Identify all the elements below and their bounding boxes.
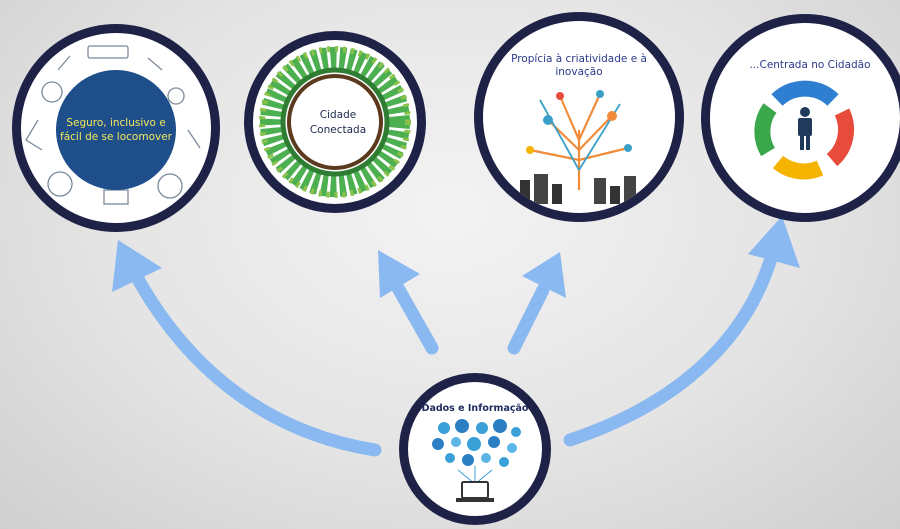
arrow-to-cidade	[391, 281, 439, 355]
node-dados[interactable]: Dados e Informação	[399, 373, 551, 525]
label-criatividade-line1: Propícia à criatividade e à	[511, 53, 647, 65]
label-segurança-line2: fácil de se locomover	[60, 131, 173, 143]
node-segurança[interactable]: Seguro, inclusivo e fácil de se locomove…	[12, 24, 220, 232]
node-cidadao[interactable]: ...Centrada no Cidadão	[701, 14, 900, 222]
arrow-to-segurança	[125, 261, 382, 457]
label-cidade-line1: Cidade	[320, 109, 356, 121]
arrow-to-criatividade	[507, 283, 550, 355]
cycle-icon	[754, 80, 855, 180]
laptop-icon	[456, 481, 494, 502]
arrow-head-cidade	[378, 250, 420, 298]
node-cidade[interactable]: Cidade Conectada	[244, 31, 426, 213]
arrows	[112, 216, 800, 457]
node-criatividade[interactable]: Propícia à criatividade e à inovação	[474, 12, 684, 222]
arrow-head-cidadao	[748, 216, 800, 268]
label-cidadao: ...Centrada no Cidadão	[749, 59, 870, 71]
arrow-to-cidadao	[563, 248, 779, 447]
label-dados: Dados e Informação	[422, 403, 529, 414]
label-cidade-line2: Conectada	[310, 124, 366, 136]
person-icon	[798, 107, 812, 150]
green-city-ring	[259, 46, 411, 198]
innovation-tree-illustration	[520, 90, 636, 204]
blue-disc	[56, 70, 176, 190]
label-criatividade-line2: inovação	[555, 66, 602, 78]
arrow-head-segurança	[112, 240, 162, 292]
label-segurança-line1: Seguro, inclusivo e	[66, 117, 165, 129]
arrow-head-criatividade	[522, 252, 566, 298]
sketch-illustration	[25, 45, 201, 205]
